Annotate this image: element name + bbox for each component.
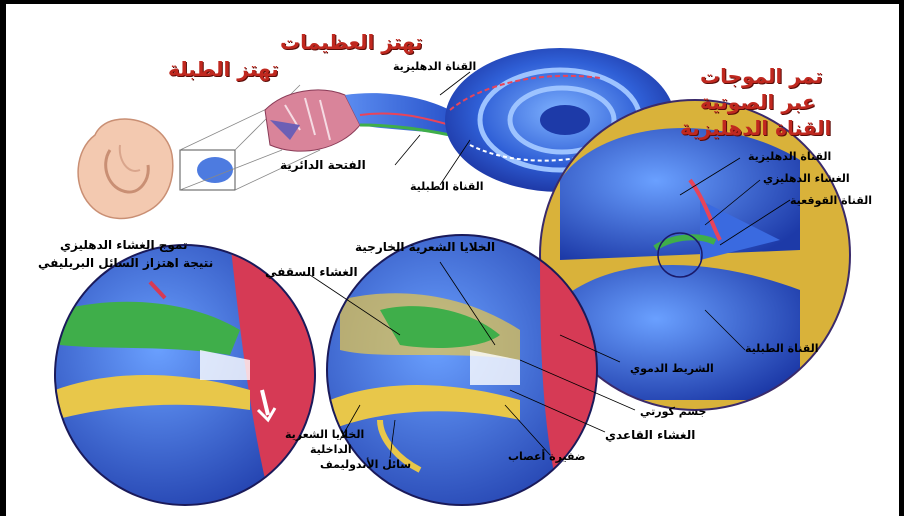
label-tectorial-membrane: الغشاء السقفي [265, 265, 358, 279]
title-waves-line2: عبر الصوتية [700, 90, 816, 114]
wave-zoom [50, 240, 320, 510]
label-vestibular-membrane-right: الغشاء الدهليزي [763, 172, 850, 185]
label-cochlear-duct: القناة القوقعية [790, 194, 872, 207]
label-tympanic-canal-right: القناة الطبلية [745, 342, 819, 355]
label-vestibular-canal-top: القناة الدهليزية [393, 60, 476, 73]
label-tympanic-canal-top: القناة الطبلية [410, 180, 484, 193]
title-waves-line1: تمر الموجات [700, 64, 823, 88]
middle-ear [265, 90, 450, 151]
label-vestibular-canal-right: القناة الدهليزية [748, 150, 831, 163]
label-nerve-plexus: ضفيرة أعصاب [508, 450, 586, 463]
label-inner-hair-cells-line2: الداخلية [310, 443, 352, 456]
label-outer-hair-cells: الخلايا الشعرية الخارجية [355, 240, 495, 254]
title-ossicles-vibrate: تهتز العظيمات [280, 30, 423, 54]
title-eardrum-vibrates: تهتز الطبلة [168, 57, 279, 81]
label-oval-window: الفتحة الدائرية [280, 158, 366, 172]
title-waves-line3: القناة الدهليزية [680, 116, 831, 140]
label-stria-vascularis: الشريط الدموي [630, 362, 714, 375]
label-basilar-membrane: الغشاء القاعدي [605, 428, 695, 442]
label-endolymph: سائل الأندوليمف [320, 458, 411, 471]
label-organ-of-corti: جسم كورتي [640, 405, 706, 418]
label-wave-description-line2: نتيجة اهتزاز السائل البريليفي [38, 256, 213, 270]
label-wave-description-line1: تموج الغشاء الدهليزي [60, 238, 187, 252]
label-inner-hair-cells-line1: الخلايا الشعرية [285, 428, 364, 441]
